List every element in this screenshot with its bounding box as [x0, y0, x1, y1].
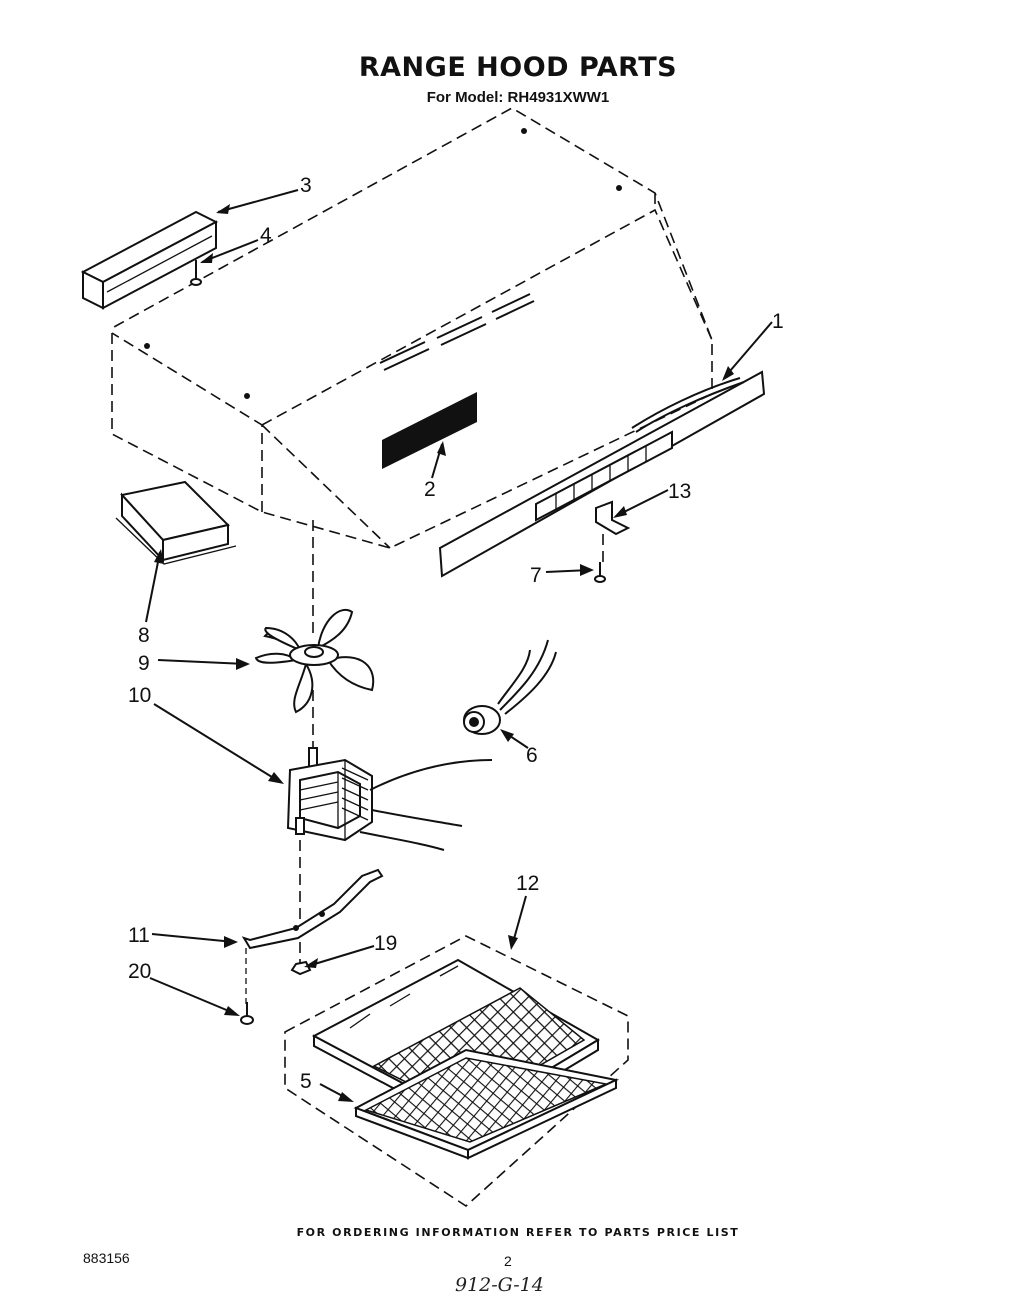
- hood-body-outline: [111, 107, 713, 549]
- page-title: RANGE HOOD PARTS: [358, 52, 678, 83]
- callout-6: 6: [526, 744, 538, 767]
- part-11-motor-bracket: [241, 868, 384, 950]
- callout-12: 12: [516, 872, 539, 895]
- callout-1: 1: [772, 310, 784, 333]
- model-line: For Model: RH4931XWW1: [426, 89, 610, 106]
- callout-11: 11: [128, 924, 150, 947]
- callout-leaders: [145, 189, 773, 1102]
- ordering-note: FOR ORDERING INFORMATION REFER TO PARTS …: [296, 1226, 740, 1239]
- callout-13: 13: [668, 480, 691, 503]
- callout-4: 4: [260, 224, 272, 247]
- part-6-lamp-socket: [463, 639, 557, 735]
- part-13-bracket: [595, 500, 631, 536]
- part-10-motor: [286, 747, 493, 851]
- callout-5: 5: [300, 1070, 312, 1093]
- part-8-cover-box: [115, 480, 237, 565]
- part-20-screw: [240, 1002, 254, 1025]
- handwritten-note: 912-G-14: [455, 1274, 544, 1296]
- vent-slots: [379, 293, 535, 371]
- page-number: 2: [504, 1253, 512, 1269]
- callout-20: 20: [128, 960, 151, 983]
- part-2-light-lens: [382, 392, 477, 469]
- part-3-housing: [80, 210, 219, 310]
- callout-9: 9: [138, 652, 150, 675]
- callout-labels: 3 4 1 2 13 7 8 9 10 6 12 11 19 20 5: [128, 174, 784, 1093]
- document-number: 883156: [83, 1250, 130, 1266]
- callout-10: 10: [128, 684, 151, 707]
- part-1-control-panel: [438, 370, 766, 578]
- part-19-nut: [290, 960, 312, 976]
- part-7-screw: [594, 562, 606, 583]
- part-9-fan-blade: [254, 609, 375, 714]
- part-12-filter-assembly: [284, 935, 629, 1208]
- callout-7: 7: [530, 564, 542, 587]
- callout-19: 19: [374, 932, 397, 955]
- callout-8: 8: [138, 624, 150, 647]
- callout-3: 3: [300, 174, 312, 197]
- callout-2: 2: [424, 478, 436, 501]
- part-4-screw: [190, 260, 202, 286]
